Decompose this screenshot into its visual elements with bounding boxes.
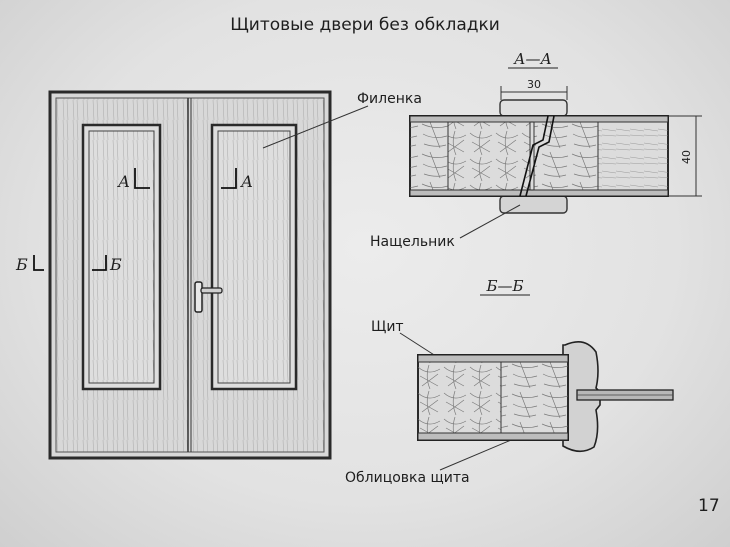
label-shchit: Щит <box>371 319 404 335</box>
leader-filenka <box>262 105 369 149</box>
overlay-strip-top <box>499 99 568 117</box>
mark-b-inner: Б <box>109 255 122 274</box>
door-handle-lever <box>200 287 223 294</box>
left-panel-inner <box>88 130 155 384</box>
title: Щитовые двери без обкладки <box>230 15 500 35</box>
bar-aa-1 <box>409 121 449 191</box>
dim-40-label: 40 <box>680 150 693 164</box>
mark-a-left: А <box>117 172 130 191</box>
section-bb-title: Б—Б <box>485 277 523 295</box>
label-filenka: Филенка <box>357 91 422 107</box>
veneer-top-aa <box>409 115 669 123</box>
leader-nashchelnik <box>459 204 521 239</box>
door-elevation <box>33 90 332 460</box>
section-aa-title: А—А <box>513 50 552 68</box>
rabbet-joint <box>519 115 555 197</box>
right-panel-inner <box>217 130 291 384</box>
veneer-bottom-aa <box>409 189 669 197</box>
bar-bb-1 <box>417 361 502 434</box>
label-oblitsovka: Облицовка щита <box>345 470 470 486</box>
section-mark-b-inner <box>92 255 107 271</box>
bar-bb-2 <box>500 361 569 434</box>
dim-30-label: 30 <box>527 78 541 91</box>
door-handle-plate <box>194 281 203 313</box>
mark-a-right: А <box>240 172 253 191</box>
section-mark-a-right <box>221 168 237 189</box>
bar-aa-2 <box>447 121 531 191</box>
veneer-bottom-bb <box>417 432 569 441</box>
bar-aa-4 <box>597 121 669 191</box>
mark-b-outer: Б <box>15 255 28 274</box>
bar-aa-3 <box>533 121 599 191</box>
section-mark-a-left <box>134 168 150 189</box>
page-number: 17 <box>698 496 720 516</box>
section-aa-drawing <box>409 86 702 214</box>
section-bb-drawing <box>417 340 674 453</box>
veneer-top-bb <box>417 354 569 363</box>
label-nashchelnik: Нащельник <box>370 234 455 250</box>
section-mark-b-outer <box>33 255 44 271</box>
